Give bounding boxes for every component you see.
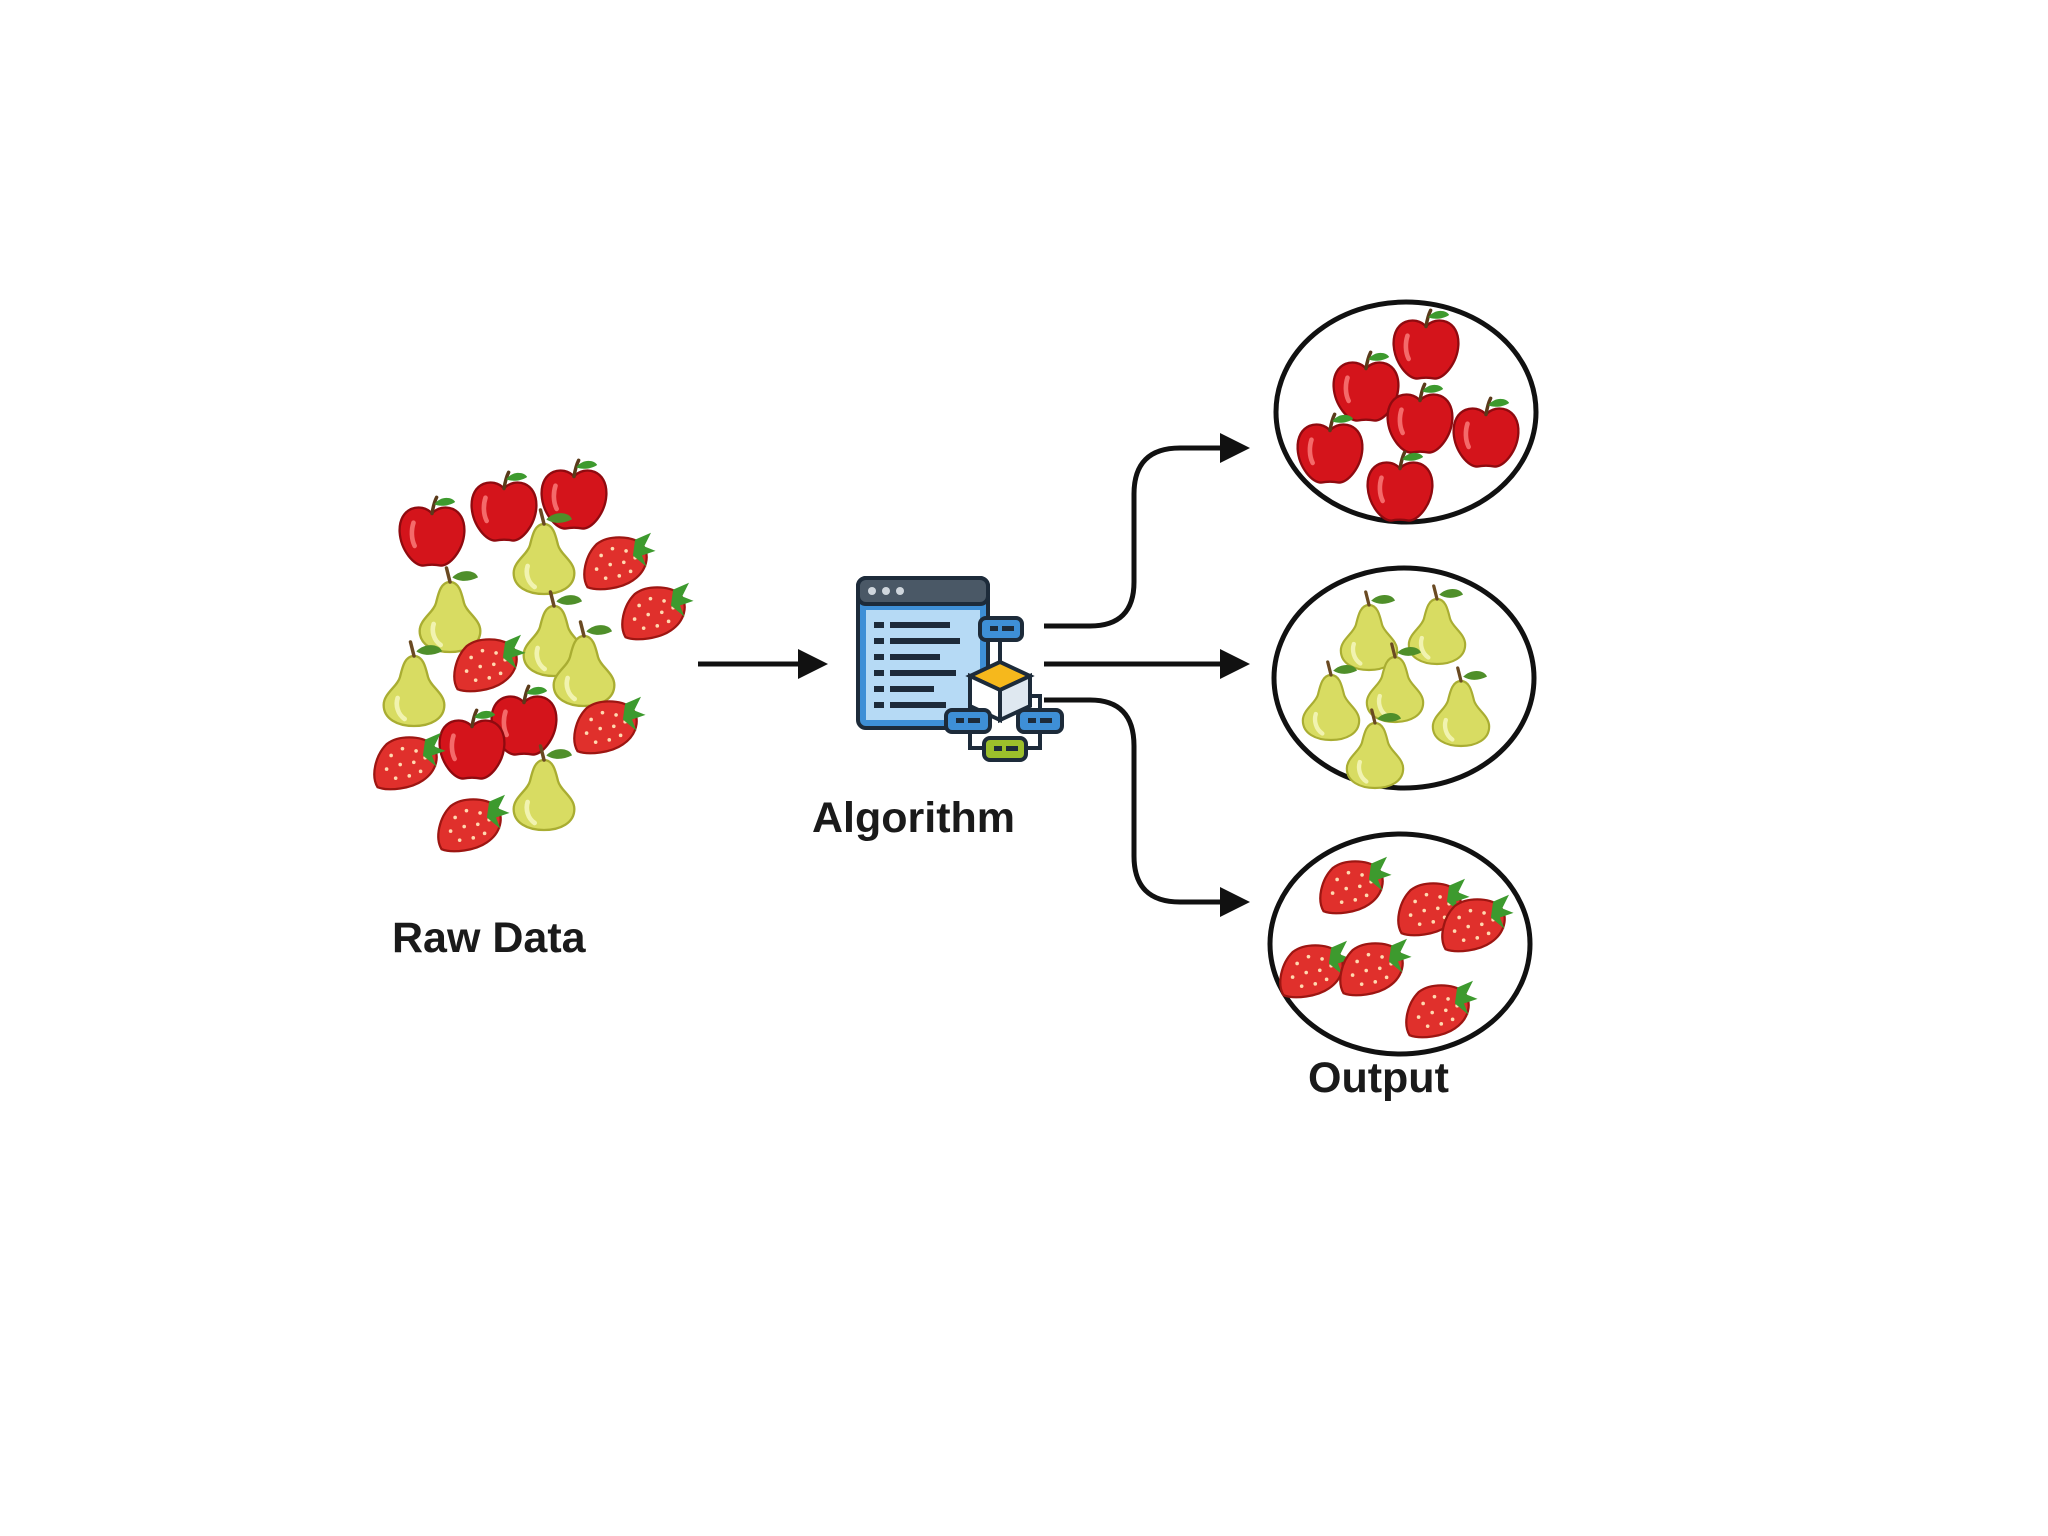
pear-icon [384, 642, 445, 726]
output-arrow-top [1044, 433, 1250, 629]
apple-icon [400, 497, 465, 565]
raw-data-fruit-pile [373, 460, 695, 853]
algorithm-icon [856, 576, 1064, 762]
strawberry-icon [621, 581, 695, 641]
strawberry-icon [583, 531, 657, 591]
cluster-apples [1273, 299, 1539, 525]
pear-icon [514, 746, 575, 830]
output-label: Output [1308, 1054, 1449, 1102]
raw-data-label: Raw Data [392, 914, 587, 962]
algorithm-label: Algorithm [812, 794, 1015, 842]
strawberry-icon [373, 731, 447, 791]
cluster-pears [1271, 565, 1537, 791]
output-arrow-bottom [1044, 697, 1250, 917]
strawberry-icon [437, 793, 511, 853]
cluster-strawberries [1267, 831, 1533, 1057]
apple-icon [472, 472, 537, 540]
pear-icon [420, 568, 481, 652]
